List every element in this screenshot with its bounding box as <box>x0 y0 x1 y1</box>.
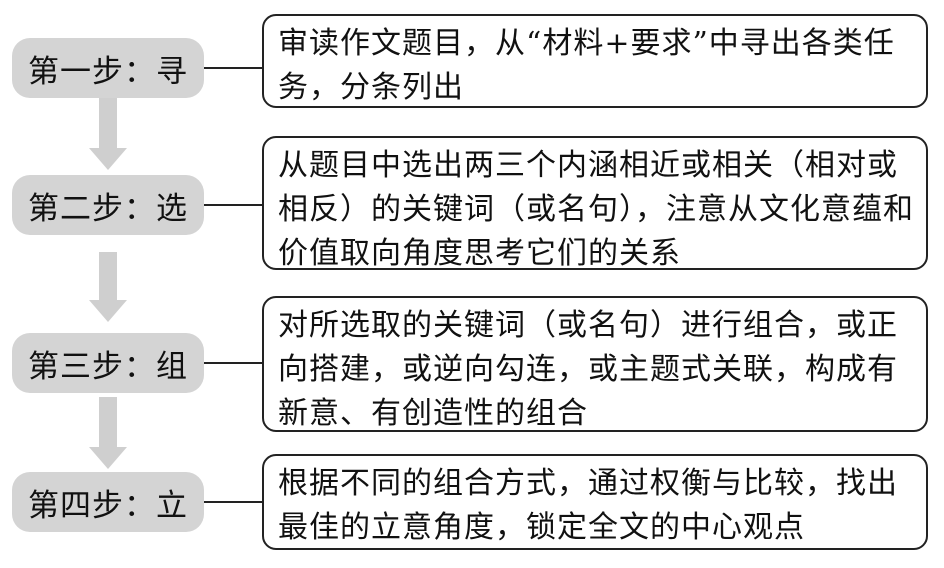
step-2-connector <box>204 204 262 206</box>
step-2-description: 从题目中选出两三个内涵相近或相关（相对或相反）的关键词（或名句），注意从文化意蕴… <box>262 136 928 270</box>
step-4-label: 第四步：立 <box>12 472 204 532</box>
step-3-description: 对所选取的关键词（或名句）进行组合，或正向搭建，或逆向勾连，或主题式关联，构成有… <box>262 296 928 432</box>
step-3-label: 第三步：组 <box>12 333 204 393</box>
step-2-label: 第二步：选 <box>12 175 204 235</box>
down-arrow-icon-1 <box>89 98 127 170</box>
down-arrow-icon-3 <box>89 397 127 469</box>
step-1-label: 第一步：寻 <box>12 38 204 98</box>
step-4-connector <box>204 501 262 503</box>
step-1-connector <box>204 67 262 69</box>
step-1-description: 审读作文题目，从“材料+要求”中寻出各类任务，分条列出 <box>262 14 928 108</box>
step-4-description: 根据不同的组合方式，通过权衡与比较，找出最佳的立意角度，锁定全文的中心观点 <box>262 454 928 550</box>
down-arrow-icon-2 <box>89 252 127 322</box>
step-3-connector <box>204 362 262 364</box>
